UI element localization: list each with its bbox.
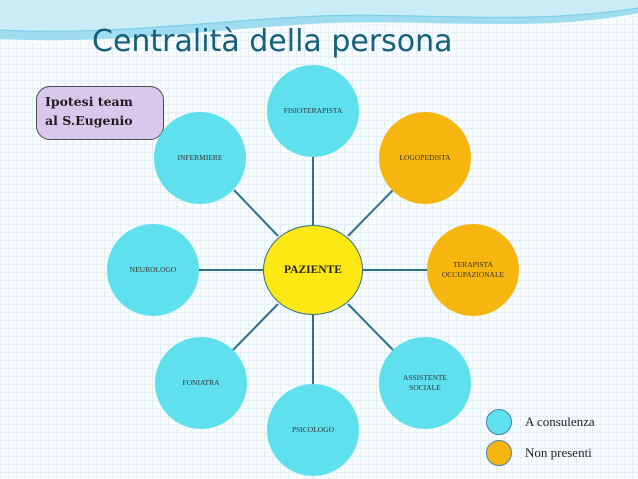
node-infermiere-label: INFERMIERE — [177, 153, 223, 162]
header-wave-decoration — [0, 0, 638, 43]
node-assistente-sociale: ASSISTENTE SOCIALE — [379, 337, 471, 429]
node-psicologo-label: PSICOLOGO — [291, 425, 335, 434]
node-paziente-label: PAZIENTE — [284, 264, 342, 276]
node-psicologo: PSICOLOGO — [267, 384, 359, 476]
node-foniatra-label: FONIATRA — [182, 378, 220, 387]
node-fisioterapista-label: FISIOTERAPISTA — [283, 106, 343, 115]
legend-label-a-consulenza: A consulenza — [525, 414, 595, 429]
node-logopedista-label: LOGOPEDISTA — [399, 153, 451, 162]
node-assistente-label-line-1: ASSISTENTE — [402, 373, 448, 382]
node-infermiere: INFERMIERE — [154, 112, 246, 204]
team-box-line-1: Ipotesi team — [45, 94, 133, 109]
node-assistente-label-line-2: SOCIALE — [409, 383, 441, 392]
slide-title: Centralità della persona — [92, 24, 453, 59]
legend-swatch-a-consulenza — [486, 409, 512, 435]
connector-foniatra — [232, 303, 279, 351]
node-terapista-label-line-2: OCCUPAZIONALE — [441, 270, 505, 279]
node-terapista-occupazionale: TERAPISTA OCCUPAZIONALE — [427, 224, 519, 316]
node-neurologo-label: NEUROLOGO — [129, 265, 177, 274]
team-hypothesis-box: Ipotesi team al S.Eugenio — [36, 86, 164, 140]
node-logopedista: LOGOPEDISTA — [379, 112, 471, 204]
node-neurologo: NEUROLOGO — [107, 224, 199, 316]
connector-assistente-sociale — [347, 303, 394, 351]
node-fisioterapista: FISIOTERAPISTA — [267, 65, 359, 157]
connector-infermiere — [233, 189, 279, 237]
connector-logopedista — [347, 189, 394, 237]
node-terapista-label-line-1: TERAPISTA — [453, 260, 493, 269]
team-box-line-2: al S.Eugenio — [45, 113, 133, 128]
node-paziente: PAZIENTE — [263, 225, 363, 315]
node-foniatra: FONIATRA — [155, 337, 247, 429]
legend-swatch-non-presenti — [486, 440, 512, 466]
legend-label-non-presenti: Non presenti — [525, 445, 592, 460]
